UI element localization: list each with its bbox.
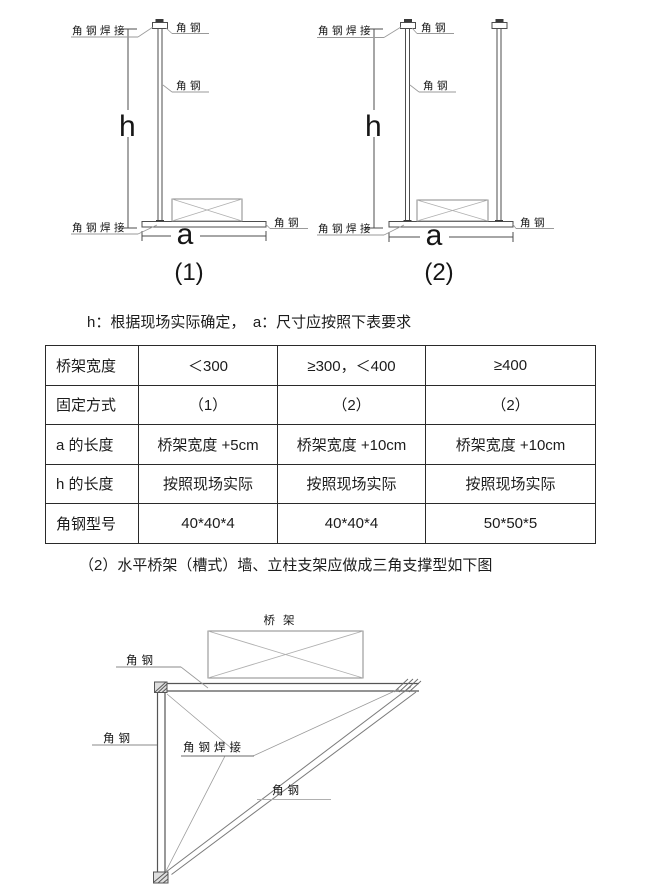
- wall-anchor-hatch-top: [154, 681, 168, 693]
- label-angle-steel: 角钢: [126, 654, 157, 667]
- section-caption: （2）水平桥架（槽式）墙、立柱支架应做成三角支撑型如下图: [79, 557, 493, 574]
- member-end-hatch: [393, 678, 422, 693]
- base-bar: [141, 221, 267, 228]
- post-cap: [491, 22, 508, 29]
- cap-hatch: [495, 19, 504, 22]
- dim-h-label: h: [365, 110, 382, 143]
- table-cell: （2）: [277, 384, 426, 425]
- vertical-post-right: [496, 28, 502, 222]
- table-cell: 50*50*5: [425, 503, 596, 544]
- label-angle-steel: 角钢: [176, 79, 204, 92]
- table-cell: 桥架宽度 +10cm: [425, 424, 596, 465]
- cap-hatch: [155, 19, 164, 22]
- table-cell: 40*40*4: [138, 503, 278, 544]
- label-angle-steel-weld: 角钢焊接: [72, 221, 128, 234]
- triangle-bracket: 桥架: [92, 614, 422, 884]
- row-header: h 的长度: [45, 463, 139, 504]
- callout-leader: [265, 224, 271, 229]
- label-angle-steel: 角钢: [103, 732, 134, 745]
- table-cell: 桥架宽度 +10cm: [277, 424, 426, 465]
- vertical-post: [157, 28, 163, 222]
- label-angle-steel-weld: 角钢焊接: [318, 222, 374, 235]
- figure2-caption: (2): [424, 259, 453, 286]
- table-cell: 桥架宽度 +5cm: [138, 424, 278, 465]
- label-cable-tray: 桥架: [264, 614, 303, 627]
- vertical-member: [156, 692, 166, 873]
- table-row: h 的长度 按照现场实际 按照现场实际 按照现场实际: [45, 463, 596, 504]
- row-header: 角钢型号: [45, 503, 139, 544]
- figure1-caption: (1): [174, 259, 203, 286]
- table-row: 固定方式 （1） （2） （2）: [45, 384, 596, 425]
- figure-bracket-type-2: h a 角钢焊接 角钢 角钢 角钢焊接: [317, 19, 554, 286]
- callout-leader: [165, 27, 173, 34]
- post-cap: [400, 22, 416, 29]
- cable-tray-box: [416, 199, 489, 222]
- label-angle-steel-weld: 角钢焊接: [183, 740, 245, 754]
- table-cell: （2）: [425, 384, 596, 425]
- cable-tray-box: [171, 198, 243, 222]
- horizontal-member: [155, 682, 419, 692]
- table-cell: 按照现场实际: [138, 463, 278, 504]
- callout-leader: [512, 224, 517, 229]
- dim-h: [119, 28, 137, 229]
- label-angle-steel-weld: 角钢焊接: [72, 24, 128, 37]
- dim-a-label: a: [426, 219, 443, 252]
- dim-a: [141, 231, 267, 241]
- cap-hatch: [404, 19, 412, 22]
- table-cell: 按照现场实际: [425, 463, 596, 504]
- table-cell: ≥400: [425, 345, 596, 386]
- callout-leader: [409, 84, 420, 93]
- vertical-post-left: [405, 28, 410, 222]
- table-cell: 按照现场实际: [277, 463, 426, 504]
- callout-leader: [137, 224, 158, 235]
- wall-anchor-hatch-bottom: [153, 871, 169, 884]
- table-cell: ＜300: [138, 345, 278, 386]
- table-row: 角钢型号 40*40*4 40*40*4 50*50*5: [45, 503, 596, 544]
- note-text: h：根据现场实际确定， a：尺寸应按照下表要求: [87, 314, 412, 331]
- label-angle-steel: 角钢: [272, 784, 303, 797]
- table-cell: 40*40*4: [277, 503, 426, 544]
- callout-leader: [162, 84, 173, 93]
- figure-vertical-brackets: h a 角钢焊接 角钢 角钢 角钢焊接: [71, 19, 554, 286]
- table-row: a 的长度 桥架宽度 +5cm 桥架宽度 +10cm 桥架宽度 +10cm: [45, 424, 596, 465]
- figure-triangle-bracket: 桥架: [92, 614, 422, 884]
- row-header: a 的长度: [45, 424, 139, 465]
- table-cell: ≥300，＜400: [277, 345, 426, 386]
- spec-table: 桥架宽度 ＜300 ≥300，＜400 ≥400 固定方式 （1） （2） （2…: [45, 345, 596, 544]
- label-angle-steel: 角钢: [520, 216, 548, 229]
- cable-tray-box: [207, 630, 364, 679]
- table-row: 桥架宽度 ＜300 ≥300，＜400 ≥400: [45, 345, 596, 386]
- table-cell: （1）: [138, 384, 278, 425]
- label-angle-steel: 角钢: [274, 216, 302, 229]
- dim-h-label: h: [119, 110, 136, 143]
- figure-bracket-type-1: h a 角钢焊接 角钢 角钢 角钢焊接: [71, 19, 308, 286]
- diagonal-brace: [165, 686, 417, 875]
- dim-a-label: a: [177, 218, 194, 251]
- dim-a: [388, 232, 514, 242]
- label-angle-steel: 角钢: [421, 21, 449, 34]
- row-header: 固定方式: [45, 384, 139, 425]
- label-angle-steel-weld: 角钢焊接: [318, 24, 374, 37]
- post-cap: [152, 22, 168, 29]
- dim-h: [365, 28, 383, 229]
- base-bar: [388, 221, 514, 228]
- label-angle-steel: 角钢: [176, 21, 204, 34]
- label-angle-steel: 角钢: [423, 79, 451, 92]
- callout-leader: [383, 26, 402, 38]
- callout-leader: [411, 27, 418, 34]
- callout-leader: [383, 224, 405, 236]
- callout-leader: [180, 666, 209, 689]
- weld-callout-leaders: [165, 688, 400, 872]
- callout-leader: [137, 26, 154, 38]
- row-header: 桥架宽度: [45, 345, 139, 386]
